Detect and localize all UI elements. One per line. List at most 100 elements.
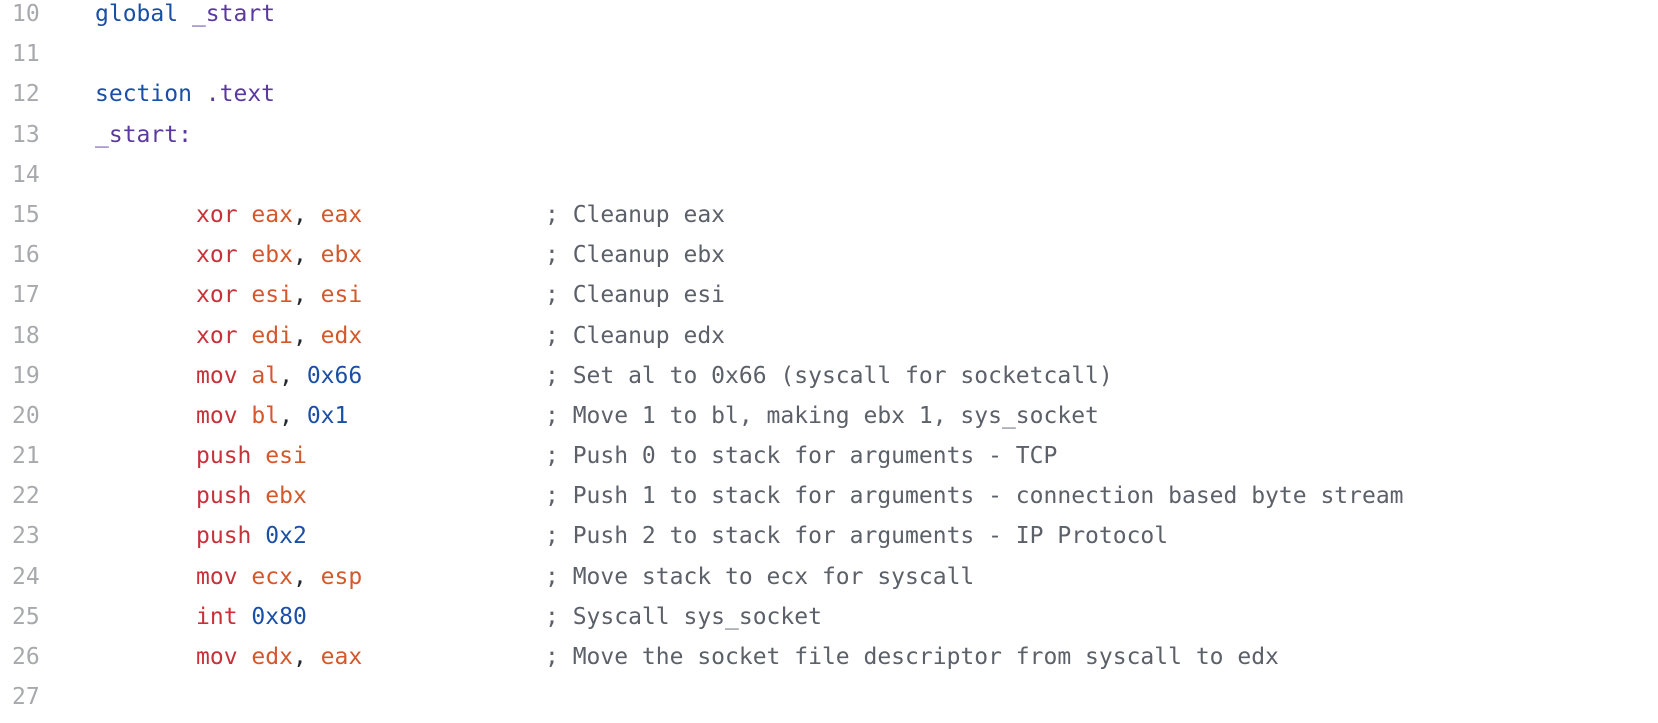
- code-comment: ; Push 1 to stack for arguments - connec…: [545, 483, 1404, 510]
- line-number: 16: [12, 242, 40, 269]
- code-token-plain: [238, 564, 252, 590]
- code-text: xor esi, esi: [196, 281, 362, 309]
- code-text: xor eax, eax: [196, 201, 362, 229]
- code-token-punct: ,: [292, 282, 321, 309]
- code-token-plain: [251, 483, 265, 509]
- code-token-punct: ,: [292, 322, 321, 349]
- code-token-register: edx: [251, 644, 293, 670]
- code-text: section .text: [95, 80, 275, 108]
- code-token-plain: [178, 1, 192, 27]
- code-token-punct: ,: [292, 201, 321, 228]
- code-token-plain: [238, 202, 252, 228]
- line-number: 20: [12, 402, 40, 429]
- code-token-register: al: [251, 362, 280, 389]
- line-number: 21: [12, 443, 40, 470]
- code-line[interactable]: 25 int 0x80 ; Syscall sys_socket: [0, 603, 1658, 643]
- code-token-register: edx: [320, 322, 363, 349]
- code-token-register: bl: [251, 402, 280, 429]
- code-token-label: _start:: [95, 121, 192, 148]
- code-token-register: esi: [265, 443, 307, 470]
- code-token-plain: [251, 523, 265, 549]
- code-token-mnemonic: xor: [196, 242, 238, 269]
- code-line[interactable]: 26 mov edx, eax ; Move the socket file des…: [0, 643, 1658, 683]
- code-line[interactable]: 24 mov ecx, esp ; Move stack to ecx for sy…: [0, 563, 1658, 603]
- code-comment: ; Move stack to ecx for syscall: [545, 563, 975, 590]
- code-token-mnemonic: push: [196, 443, 252, 470]
- code-line[interactable]: 12 section .text: [0, 80, 1658, 120]
- code-line[interactable]: 19 mov al, 0x66 ; Set al to 0x66 (syscall …: [0, 362, 1658, 402]
- code-text: push 0x2: [196, 522, 307, 550]
- code-token-plain: [251, 443, 265, 469]
- line-number: 15: [12, 201, 40, 228]
- code-token-punct: ,: [292, 644, 321, 670]
- code-text: mov al, 0x66: [196, 362, 362, 390]
- line-number: 25: [12, 603, 40, 630]
- code-comment: ; Move the socket file descriptor from s…: [545, 644, 1279, 670]
- code-token-register: ebx: [265, 483, 307, 510]
- line-number: 24: [12, 563, 40, 590]
- code-token-keyword: global: [95, 1, 179, 27]
- code-token-plain: [238, 323, 252, 349]
- code-token-mnemonic: mov: [196, 644, 238, 670]
- code-comment: ; Set al to 0x66 (syscall for socketcall…: [545, 362, 1113, 389]
- code-line[interactable]: 18 xor edi, edx ; Cleanup edx: [0, 322, 1658, 362]
- code-token-mnemonic: int: [196, 603, 238, 630]
- code-line[interactable]: 22 push ebx ; Push 1 to stack for argument…: [0, 482, 1658, 522]
- code-comment: ; Cleanup ebx: [545, 242, 726, 269]
- code-token-register: ebx: [320, 242, 363, 269]
- code-token-register: esi: [320, 282, 363, 309]
- code-token-plain: [238, 363, 252, 389]
- code-token-plain: [238, 604, 252, 630]
- line-number: 10: [12, 1, 40, 27]
- code-line[interactable]: 27: [0, 683, 1658, 723]
- code-token-plain: [238, 403, 252, 429]
- code-text: push esi: [196, 442, 307, 470]
- code-text: global _start: [95, 0, 275, 28]
- code-token-punct: ,: [279, 402, 307, 429]
- code-token-mnemonic: xor: [196, 201, 238, 228]
- code-token-register: eax: [320, 644, 363, 670]
- code-token-plain: [238, 282, 252, 308]
- code-line[interactable]: 14: [0, 161, 1658, 201]
- code-text: push ebx: [196, 482, 307, 510]
- code-token-mnemonic: mov: [196, 362, 238, 389]
- code-token-number: 0x80: [251, 603, 307, 630]
- code-token-register: esi: [251, 282, 293, 309]
- line-number: 26: [12, 644, 40, 670]
- code-token-plain: [192, 81, 206, 107]
- code-token-identifier: _start: [191, 1, 276, 27]
- code-comment: ; Cleanup edx: [545, 322, 726, 349]
- code-line[interactable]: 11: [0, 40, 1658, 80]
- code-text: xor edi, edx: [196, 322, 362, 350]
- code-token-register: edi: [251, 322, 293, 349]
- code-line[interactable]: 13_start:: [0, 121, 1658, 161]
- code-token-number: 0x66: [306, 362, 363, 389]
- code-line[interactable]: 10 global _start: [0, 0, 1658, 40]
- code-text: mov ecx, esp: [196, 563, 362, 591]
- code-comment: ; Syscall sys_socket: [545, 603, 822, 630]
- line-number: 19: [12, 362, 40, 389]
- code-text: _start:: [95, 121, 192, 149]
- code-token-register: eax: [251, 201, 293, 228]
- line-number: 22: [12, 483, 40, 510]
- code-comment: ; Move 1 to bl, making ebx 1, sys_socket: [545, 402, 1099, 429]
- line-number: 14: [12, 161, 40, 188]
- line-number: 23: [12, 523, 40, 550]
- code-token-mnemonic: push: [196, 483, 252, 510]
- line-number: 18: [12, 322, 40, 349]
- code-comment: ; Cleanup esi: [545, 282, 726, 309]
- code-token-mnemonic: mov: [196, 402, 238, 429]
- code-token-register: ecx: [251, 563, 293, 590]
- code-text: mov edx, eax: [196, 643, 362, 671]
- code-token-mnemonic: xor: [196, 322, 238, 349]
- line-number: 12: [12, 81, 40, 108]
- code-token-register: esp: [320, 563, 363, 590]
- code-token-mnemonic: xor: [196, 282, 238, 309]
